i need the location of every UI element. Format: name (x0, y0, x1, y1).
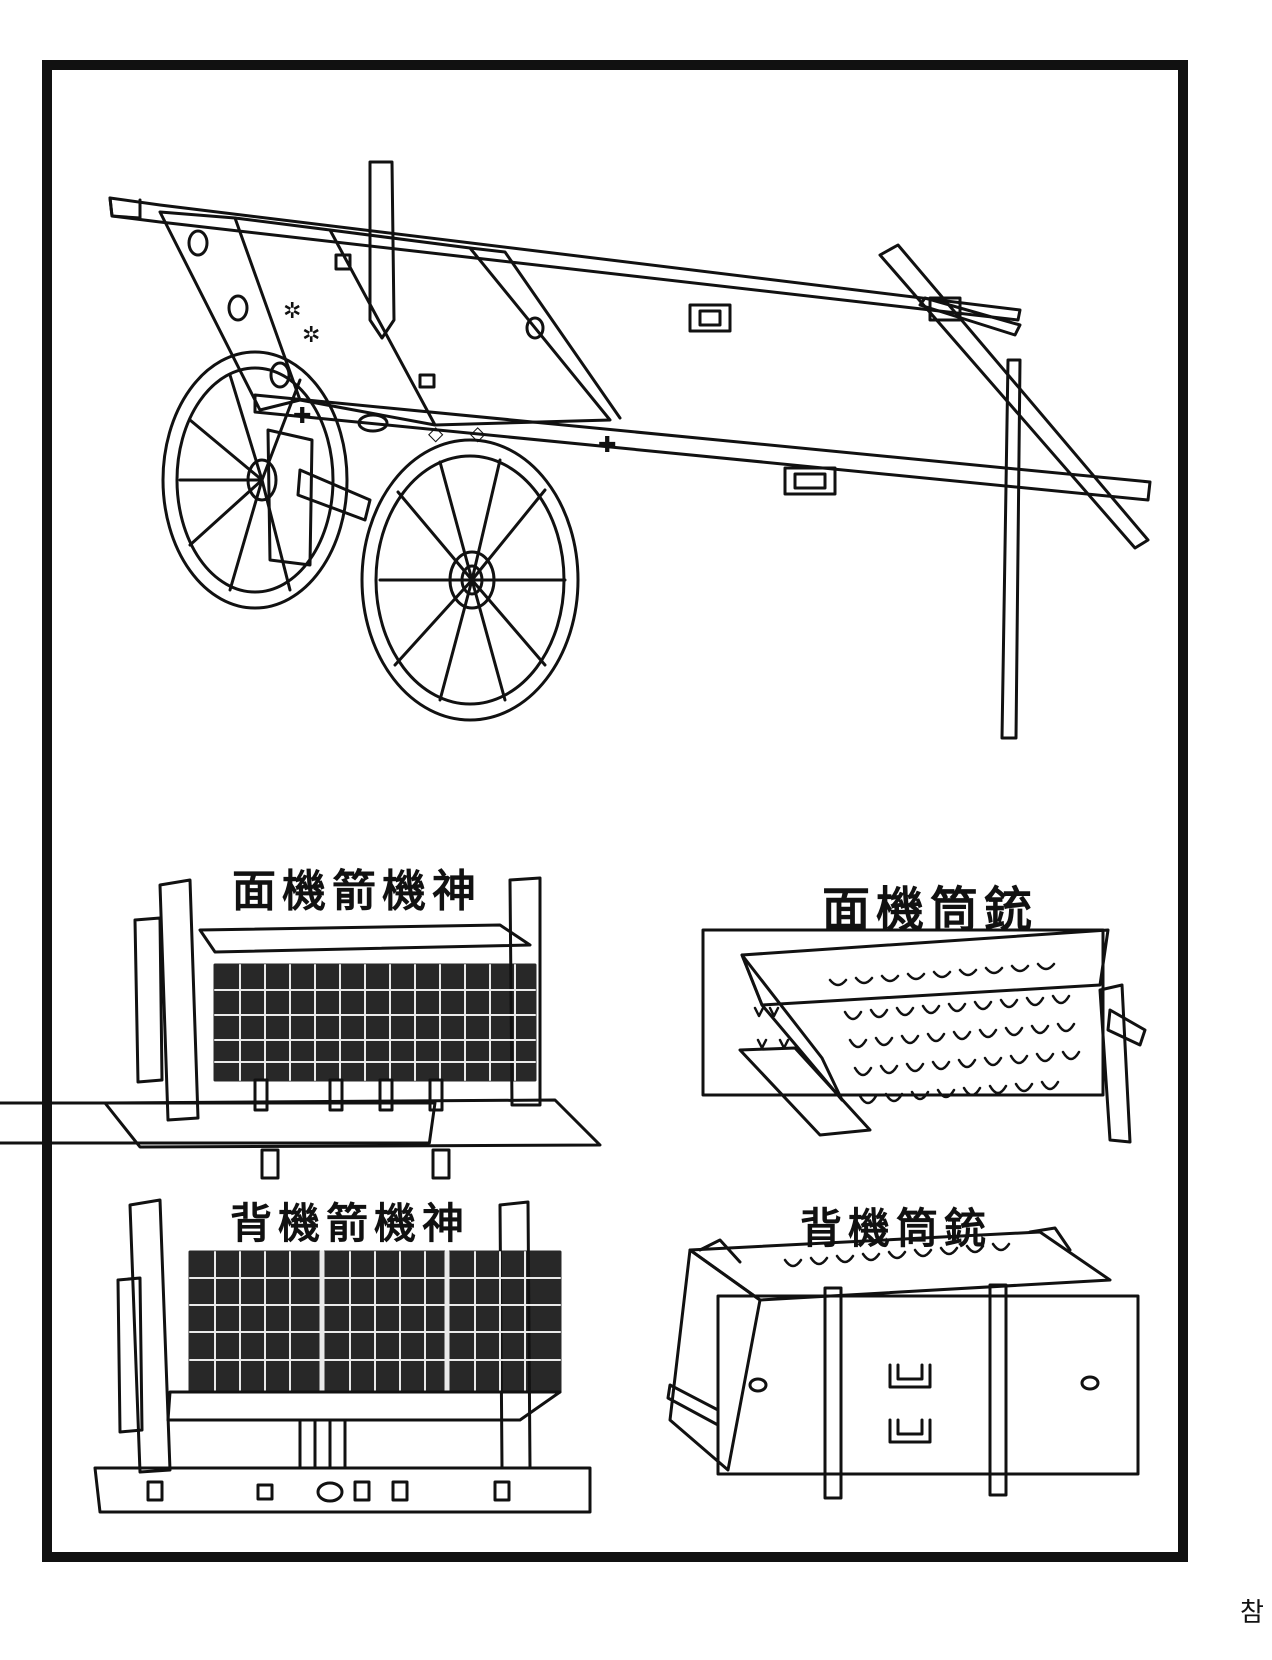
arrow-machine-back-illustration (93, 1198, 592, 1514)
caption-shen-ji-arrow-back: 背機箭機神 (230, 1199, 471, 1248)
caption-tube-gun-front: 面機筒銃 (822, 882, 1039, 938)
caption-shen-ji-arrow-front: 面機箭機神 (232, 866, 482, 917)
cart-mast (368, 160, 396, 340)
cart-support-leg (1000, 358, 1022, 740)
tube-gun-back-illustration (666, 1226, 1140, 1500)
cart-front-wheel (360, 438, 580, 722)
tube-gun-front-illustration (701, 928, 1147, 1144)
cart-handle (878, 243, 1150, 550)
page-edge-mark: 참 (1240, 1598, 1264, 1628)
svg-text:◇: ◇ (428, 421, 444, 445)
svg-text:✲: ✲ (302, 323, 320, 348)
cart-lower-rail (253, 393, 1152, 502)
svg-text:✲: ✲ (283, 299, 301, 324)
svg-text:✚: ✚ (598, 433, 616, 458)
cart-rear-wheel (161, 350, 349, 610)
arrow-machine-front-illustration (0, 876, 602, 1180)
svg-text:✚: ✚ (293, 404, 311, 429)
war-cart-illustration: ✲ ✲ ✚ ◇ ◇ ✚ (108, 160, 1152, 740)
caption-tube-gun-back: 背機筒銃 (800, 1204, 993, 1253)
svg-text:◇: ◇ (470, 421, 486, 445)
